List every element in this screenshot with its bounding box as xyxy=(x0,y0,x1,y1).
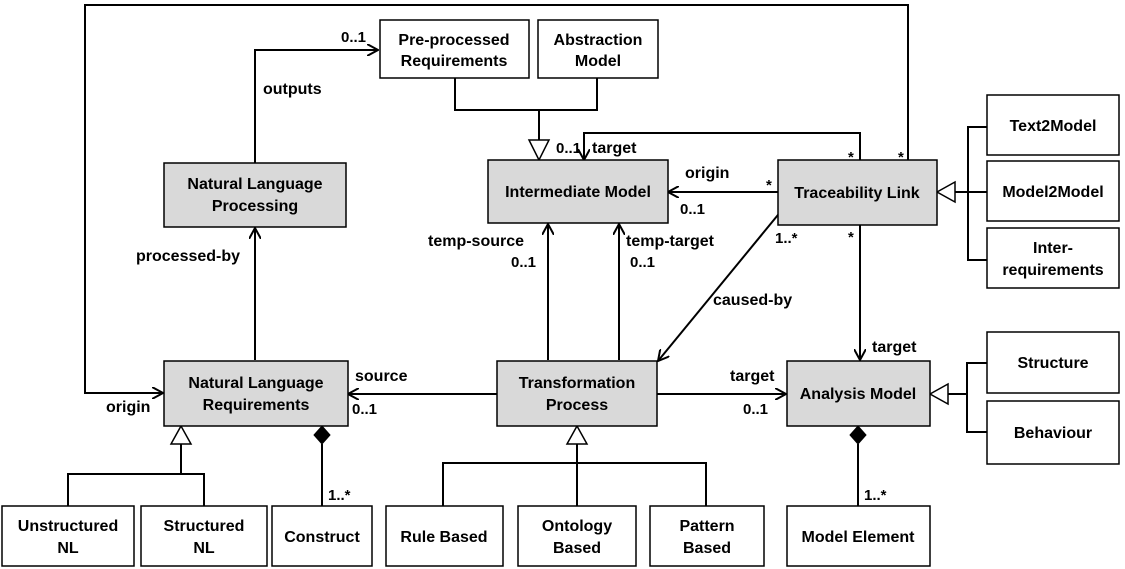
class-construct[interactable]: Construct xyxy=(271,505,373,567)
mult-source: 0..1 xyxy=(352,401,377,418)
class-traceability-link[interactable]: Traceability Link xyxy=(777,159,938,226)
class-transformation-process[interactable]: Transformation Process xyxy=(496,360,658,427)
mult-intermediate-target: 0..1 xyxy=(556,140,581,157)
class-label-line1: Unstructured xyxy=(18,518,118,535)
generalization-triangle-analysis xyxy=(928,382,949,406)
class-pattern-based[interactable]: Pattern Based xyxy=(649,505,765,567)
label-temp-source: temp-source xyxy=(428,233,524,250)
label-source: source xyxy=(355,368,408,385)
caused-by-association-line xyxy=(658,209,783,361)
class-abstraction-model[interactable]: Abstraction Model xyxy=(537,19,659,79)
mult-trace-1-star: 1..* xyxy=(775,230,798,247)
generalization-triangle-traceability xyxy=(935,180,956,204)
class-label-line1: Inter- xyxy=(1033,240,1073,257)
class-label-line1: Pattern xyxy=(679,518,734,535)
class-label-line1: Abstraction xyxy=(554,32,643,49)
class-label: Traceability Link xyxy=(794,185,919,202)
label-origin-nl: origin xyxy=(106,399,150,416)
class-label-line2: Based xyxy=(553,540,601,557)
mult-trace-top-star: * xyxy=(848,149,854,166)
class-preprocessed-requirements[interactable]: Pre-processed Requirements xyxy=(379,19,530,79)
composition-diamond-analysis xyxy=(849,425,867,445)
composition-diamond-construct xyxy=(313,425,331,445)
class-unstructured-nl[interactable]: Unstructured NL xyxy=(1,505,135,567)
class-label-line2: Process xyxy=(546,397,608,414)
mult-trace-analysis-star: * xyxy=(848,229,854,246)
mult-analysis: 0..1 xyxy=(743,401,768,418)
label-origin-trace: origin xyxy=(685,165,729,182)
class-label-line1: Ontology xyxy=(542,518,612,535)
generalization-triangle-intermediate xyxy=(527,139,551,162)
traceability-subtypes-line xyxy=(967,126,987,261)
label-temp-target: temp-target xyxy=(626,233,715,250)
class-label-line2: NL xyxy=(57,540,79,557)
class-behaviour[interactable]: Behaviour xyxy=(986,400,1120,465)
transformation-subtypes-line xyxy=(442,462,707,506)
class-label-line2: Requirements xyxy=(401,53,508,70)
mult-trace-origin-star: * xyxy=(766,177,772,194)
class-label-line1: Pre-processed xyxy=(398,32,509,49)
class-label-line1: Structured xyxy=(164,518,245,535)
class-model2model[interactable]: Model2Model xyxy=(986,160,1120,222)
target-intermediate-association-line xyxy=(584,132,861,160)
class-label: Analysis Model xyxy=(800,386,916,403)
label-outputs: outputs xyxy=(263,81,322,98)
nl-subtypes-line xyxy=(67,473,205,506)
class-label: Behaviour xyxy=(1014,425,1092,442)
class-structure[interactable]: Structure xyxy=(986,331,1120,394)
class-label-line2: requirements xyxy=(1002,262,1103,279)
class-label-line2: NL xyxy=(193,540,215,557)
analysis-subtypes-line xyxy=(966,362,987,433)
label-caused-by: caused-by xyxy=(713,292,792,309)
class-label-line2: Model xyxy=(575,53,621,70)
generalization-triangle-nl xyxy=(169,424,193,445)
class-label-line1: Natural Language xyxy=(187,176,322,193)
label-processed-by: processed-by xyxy=(136,248,240,265)
label-target-analysis: target xyxy=(730,368,775,385)
class-natural-language-requirements[interactable]: Natural Language Requirements xyxy=(163,360,349,427)
class-label: Model2Model xyxy=(1002,184,1103,201)
mult-preprocessed: 0..1 xyxy=(341,29,366,46)
mult-trace-outer-star: * xyxy=(898,149,904,166)
class-label-line2: Requirements xyxy=(203,397,310,414)
generalization-triangle-transformation xyxy=(565,424,589,445)
class-intermediate-model[interactable]: Intermediate Model xyxy=(487,159,669,224)
class-ontology-based[interactable]: Ontology Based xyxy=(517,505,637,567)
label-target-trace-analysis: target xyxy=(872,339,917,356)
mult-temp-source: 0..1 xyxy=(511,254,536,271)
class-natural-language-processing[interactable]: Natural Language Processing xyxy=(163,162,347,228)
class-rule-based[interactable]: Rule Based xyxy=(385,505,504,567)
class-label-line1: Natural Language xyxy=(188,375,323,392)
outputs-association-line xyxy=(254,50,378,163)
mult-model-element: 1..* xyxy=(864,487,887,504)
label-target-intermediate: target xyxy=(592,140,637,157)
preprocessed-generalization-line xyxy=(454,78,598,111)
class-text2model[interactable]: Text2Model xyxy=(986,94,1120,156)
class-label: Text2Model xyxy=(1010,118,1097,135)
class-label: Model Element xyxy=(802,529,916,546)
class-label: Rule Based xyxy=(400,529,487,546)
mult-temp-target: 0..1 xyxy=(630,254,655,271)
origin-association-line xyxy=(84,4,909,393)
class-inter-requirements[interactable]: Inter- requirements xyxy=(986,227,1120,289)
class-label: Intermediate Model xyxy=(505,184,651,201)
class-structured-nl[interactable]: Structured NL xyxy=(140,505,268,567)
class-label: Construct xyxy=(284,529,360,546)
class-label-line2: Processing xyxy=(212,198,298,215)
class-label: Structure xyxy=(1017,355,1088,372)
class-analysis-model[interactable]: Analysis Model xyxy=(786,360,931,427)
mult-intermediate-origin: 0..1 xyxy=(680,201,705,218)
class-label-line2: Based xyxy=(683,540,731,557)
class-model-element[interactable]: Model Element xyxy=(786,505,931,567)
class-label-line1: Transformation xyxy=(519,375,635,392)
mult-construct: 1..* xyxy=(328,487,351,504)
